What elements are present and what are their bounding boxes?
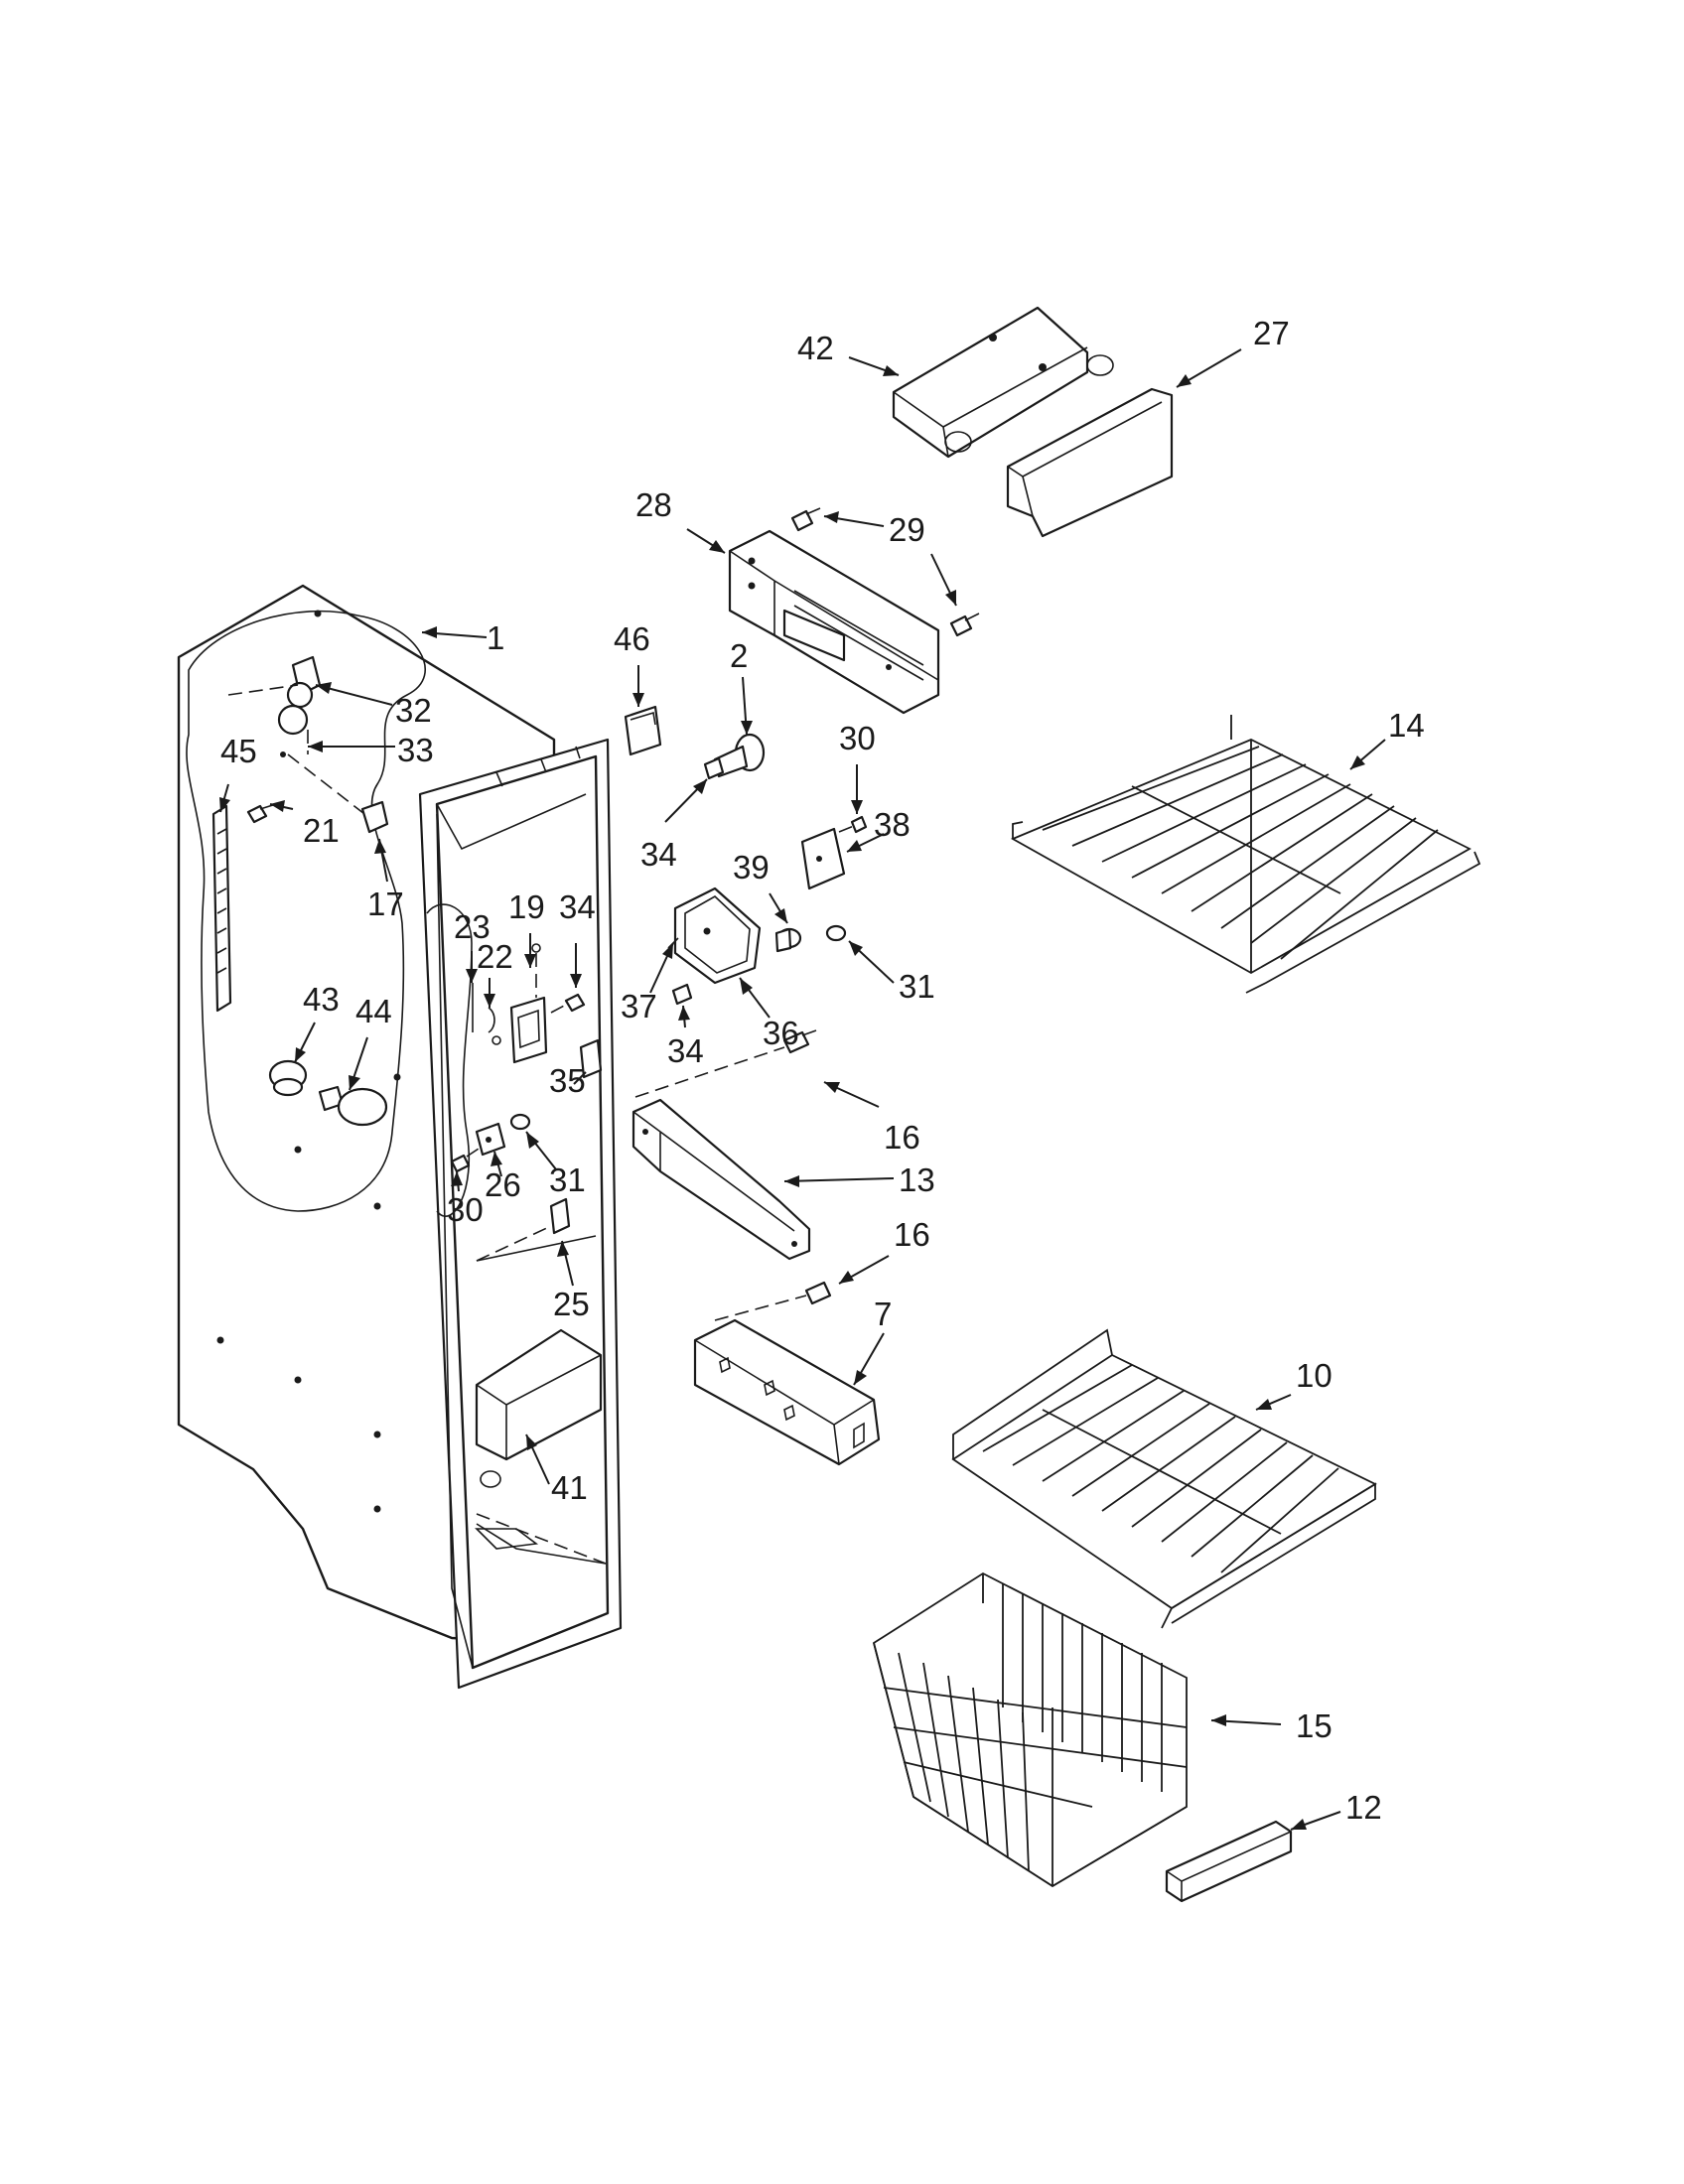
callout-39: 39 [733, 849, 770, 886]
part-22-spring [488, 1007, 501, 1045]
callout-14: 14 [1388, 707, 1425, 744]
callout-46: 46 [614, 620, 650, 657]
callout-17: 17 [367, 886, 404, 922]
part-10-shelf [951, 1328, 1377, 1629]
callout-13: 13 [899, 1161, 935, 1198]
callout-33: 33 [397, 732, 434, 768]
callout-34a: 34 [559, 888, 596, 925]
callout-43: 43 [303, 981, 340, 1018]
callout-19: 19 [508, 888, 545, 925]
part-7-bracket [693, 1318, 881, 1466]
callout-31b: 31 [899, 968, 935, 1005]
callout-22: 22 [477, 938, 513, 975]
part-29-screws [790, 507, 980, 637]
callout-32: 32 [395, 692, 432, 729]
callout-44: 44 [355, 993, 392, 1029]
callout-41: 41 [551, 1469, 588, 1506]
callout-15: 15 [1296, 1707, 1333, 1744]
part-38-bracket [800, 827, 846, 890]
callout-1: 1 [487, 619, 504, 656]
part-31-knob-a [509, 1113, 531, 1131]
leader-lines [219, 348, 1386, 1831]
callout-38: 38 [874, 806, 911, 843]
callout-35: 35 [549, 1062, 586, 1099]
callout-29: 29 [889, 511, 925, 548]
part-21-screw [246, 803, 277, 824]
part-41-control-box [475, 1328, 603, 1461]
callout-26: 26 [485, 1166, 521, 1203]
part-16-screw-a [634, 1029, 817, 1098]
part-45-rail [211, 804, 232, 1013]
part-26-thermostat [475, 1122, 506, 1157]
callout-42: 42 [797, 330, 834, 366]
part-12-trim [1165, 1820, 1293, 1903]
callout-23: 23 [454, 908, 491, 945]
part-39-plug [774, 927, 802, 953]
callout-labels: 1 2 7 10 12 13 14 15 16 16 17 19 21 22 2… [220, 315, 1425, 1826]
part-43-light-socket [268, 1059, 308, 1097]
callout-36: 36 [763, 1015, 799, 1051]
part-14-wire-shelf [1010, 715, 1481, 994]
callout-10: 10 [1296, 1357, 1333, 1394]
callout-21: 21 [303, 812, 340, 849]
callout-27: 27 [1253, 315, 1290, 351]
part-44-light-bulb [318, 1085, 388, 1127]
callout-2: 2 [730, 637, 748, 674]
part-17-clip [360, 800, 389, 834]
callout-12: 12 [1345, 1789, 1382, 1826]
part-15-basket [872, 1571, 1188, 1888]
part-36-damper-housing [673, 887, 762, 985]
part-34-screw-c [671, 983, 693, 1006]
part-19-switch-housing [509, 943, 548, 1064]
callout-37: 37 [621, 988, 657, 1024]
part-25-switch [476, 1197, 571, 1262]
part-35-bracket [579, 1038, 603, 1079]
part-16-screw-b [714, 1281, 832, 1321]
part-27-cover [1006, 387, 1174, 538]
callout-7: 7 [874, 1296, 892, 1332]
part-13-rail [632, 1098, 811, 1261]
callout-16b: 16 [894, 1216, 930, 1253]
callout-34c: 34 [667, 1032, 704, 1069]
callout-30a: 30 [447, 1191, 484, 1228]
part-46-cap [624, 705, 662, 756]
callout-34b: 34 [640, 836, 677, 873]
callout-16a: 16 [884, 1119, 920, 1156]
callout-45: 45 [220, 733, 257, 769]
part-30-screw-a [450, 1146, 483, 1173]
part-28-bracket [728, 529, 940, 715]
part-34-screw-a [550, 993, 586, 1014]
part-42-hinge [892, 306, 1114, 459]
callout-28: 28 [635, 486, 672, 523]
part-30-screw-b [838, 815, 868, 834]
callout-30b: 30 [839, 720, 876, 756]
callout-31a: 31 [549, 1161, 586, 1198]
callout-25: 25 [553, 1286, 590, 1322]
part-31-knob-b [825, 924, 847, 942]
part-34-screw-b [703, 756, 725, 780]
